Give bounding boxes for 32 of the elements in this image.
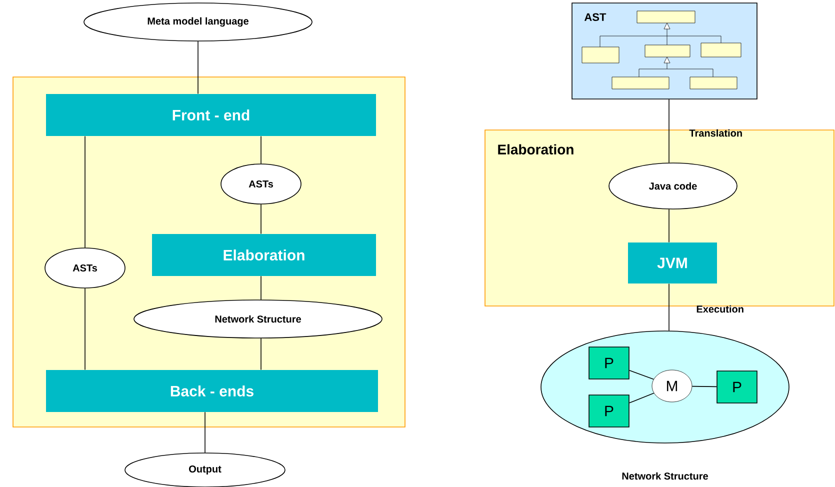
ellipse-label: Java code	[608, 162, 738, 210]
connector-line	[84, 288, 86, 370]
edge-label: Execution	[696, 305, 744, 313]
edge-label: Translation	[689, 129, 742, 137]
box-title: AST	[584, 13, 606, 21]
circle-node: M	[652, 370, 692, 402]
process-square: P	[588, 346, 630, 380]
ellipse-label: Network Structure	[134, 300, 382, 338]
ellipse-label: ASTs	[44, 248, 126, 288]
connector-line	[668, 99, 670, 163]
connector-line	[629, 392, 654, 404]
ellipse-label: Output	[124, 452, 286, 487]
process-square: P	[588, 394, 630, 428]
connector-line	[84, 136, 86, 248]
process-box: JVM	[628, 242, 717, 284]
ellipse-label: ASTs	[220, 164, 302, 204]
connector-line	[668, 283, 670, 331]
connector-line	[260, 136, 262, 164]
panel-title: Elaboration	[498, 144, 574, 154]
ellipse-label: Meta model language	[84, 2, 312, 42]
connector-line	[668, 208, 670, 243]
connector-line	[204, 412, 206, 453]
node-label: Network Structure	[622, 472, 708, 480]
connector-line	[260, 338, 262, 370]
process-square: P	[716, 370, 758, 404]
process-bar: Front - end	[46, 94, 376, 136]
process-bar: Back - ends	[46, 370, 378, 412]
connector-line	[692, 386, 717, 388]
connector-line	[260, 276, 262, 300]
process-bar: Elaboration	[152, 234, 376, 276]
connector-line	[260, 204, 262, 234]
connector-line	[629, 370, 654, 380]
